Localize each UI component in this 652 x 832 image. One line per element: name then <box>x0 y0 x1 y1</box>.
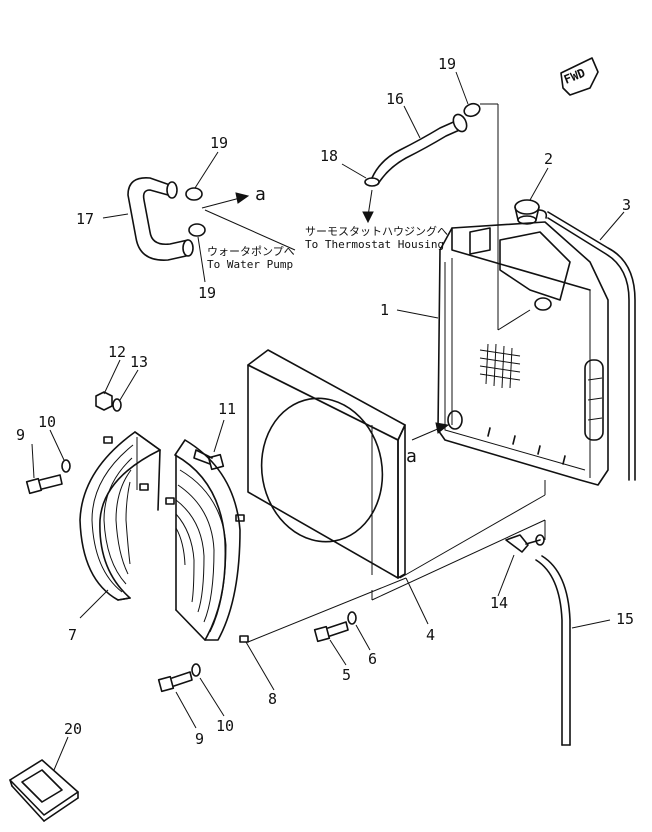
callout-1: 1 <box>380 301 389 319</box>
callout-4: 4 <box>426 626 435 644</box>
fan-guard-right <box>165 439 249 643</box>
note-water-pump-en: To Water Pump <box>207 258 293 271</box>
callout-6: 6 <box>368 650 377 668</box>
callout-3: 3 <box>622 196 631 214</box>
hose-clamp-upper <box>463 102 481 118</box>
callout-19-low: 19 <box>198 284 216 302</box>
notes: a a ウォータポンプへ To Water Pump サーモスタットハウジングへ… <box>207 184 448 467</box>
callout-19-mid: 19 <box>210 134 228 152</box>
callout-15: 15 <box>616 610 634 628</box>
ref-a-top: a <box>255 184 266 205</box>
bolt-bottom <box>157 671 193 693</box>
callout-20: 20 <box>64 720 82 738</box>
callout-19-top: 19 <box>438 55 456 73</box>
fan-shroud <box>247 349 406 579</box>
callout-10-left: 10 <box>38 413 56 431</box>
callout-9-left: 9 <box>16 426 25 444</box>
bolt-5 <box>313 621 349 643</box>
callout-16: 16 <box>386 90 404 108</box>
washer-13 <box>112 398 122 412</box>
fwd-arrow-icon: FWD <box>560 57 599 96</box>
drain-tube <box>535 555 571 746</box>
overflow-tube <box>547 211 636 481</box>
radiator <box>437 221 609 486</box>
callout-14: 14 <box>490 594 508 612</box>
hose-clamp-19c <box>188 223 206 237</box>
note-thermostat-jp: サーモスタットハウジングへ <box>305 224 448 238</box>
radiator-core-mesh <box>479 343 521 389</box>
callout-5: 5 <box>342 666 351 684</box>
ref-a-mid: a <box>406 446 417 467</box>
fwd-label: FWD <box>562 66 587 87</box>
callout-11: 11 <box>218 400 236 418</box>
radiator-cap <box>514 199 548 225</box>
nut-12 <box>95 391 113 411</box>
callout-2: 2 <box>544 150 553 168</box>
bolt-11 <box>193 449 225 471</box>
callout-9-bottom: 9 <box>195 730 204 748</box>
label-plate <box>9 759 79 822</box>
fan-guard-left <box>79 431 161 601</box>
callout-13: 13 <box>130 353 148 371</box>
washer-bottom <box>191 663 201 677</box>
callout-17: 17 <box>76 210 94 228</box>
callout-10-bottom: 10 <box>216 717 234 735</box>
leader-lines <box>31 71 625 771</box>
drain-valve <box>505 534 545 553</box>
callouts: 19 16 18 19 17 19 2 3 1 12 13 10 9 11 7 … <box>16 55 634 748</box>
note-thermostat-en: To Thermostat Housing <box>305 238 444 251</box>
hose-clamp-19b <box>185 187 203 201</box>
bolt-left <box>25 474 63 495</box>
callout-18: 18 <box>320 147 338 165</box>
washer-6 <box>347 611 357 625</box>
washer-left <box>61 459 71 473</box>
note-water-pump-jp: ウォータポンプへ <box>207 245 295 258</box>
callout-12: 12 <box>108 343 126 361</box>
callout-7: 7 <box>68 626 77 644</box>
upper-hose <box>371 113 468 185</box>
lower-hose <box>127 177 194 261</box>
hose-clamp-small <box>364 177 380 187</box>
callout-8: 8 <box>268 690 277 708</box>
